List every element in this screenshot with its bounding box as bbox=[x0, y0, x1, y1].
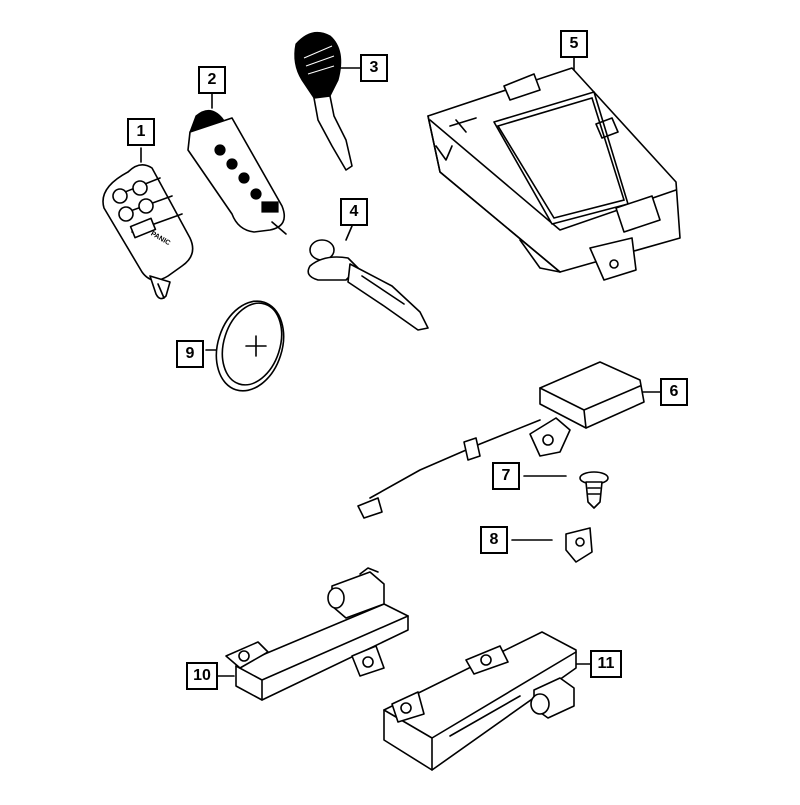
part-1-smart-key-fob: PANIC bbox=[102, 147, 194, 300]
part-6-antenna-harness bbox=[357, 361, 661, 519]
callout-4: 4 bbox=[340, 198, 368, 226]
callout-2: 2 bbox=[198, 66, 226, 94]
part-7-bolt bbox=[523, 471, 609, 509]
part-11-antenna-module bbox=[383, 631, 591, 771]
callout-10: 10 bbox=[186, 662, 218, 690]
callout-11: 11 bbox=[590, 650, 622, 678]
part-2-key-fob bbox=[187, 93, 287, 235]
part-5-control-module bbox=[427, 57, 681, 281]
part-8-clip-nut bbox=[511, 527, 593, 563]
part-9-coin-battery bbox=[205, 300, 285, 392]
callout-9: 9 bbox=[176, 340, 204, 368]
part-4-key bbox=[307, 225, 429, 331]
callout-7: 7 bbox=[492, 462, 520, 490]
callout-1: 1 bbox=[127, 118, 155, 146]
part-10-antenna-module bbox=[217, 567, 409, 701]
callout-5: 5 bbox=[560, 30, 588, 58]
callout-3: 3 bbox=[360, 54, 388, 82]
part-3-transponder-key bbox=[294, 31, 361, 171]
callout-8: 8 bbox=[480, 526, 508, 554]
callout-6: 6 bbox=[660, 378, 688, 406]
